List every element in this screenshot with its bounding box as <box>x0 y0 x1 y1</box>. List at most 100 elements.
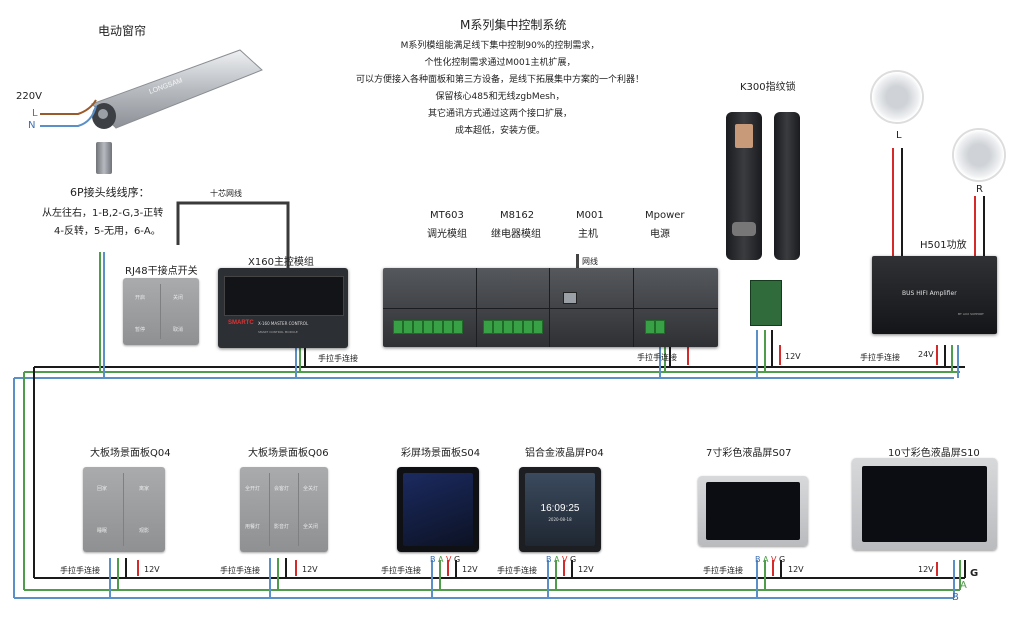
rj48-key[interactable]: 开启 <box>135 295 146 301</box>
bus-a-letter: A <box>438 555 444 564</box>
curtain-motor: LONGSAM <box>70 42 265 134</box>
amp-title: H501功放 <box>920 240 967 251</box>
p04-date: 2020-08-18 <box>548 517 572 522</box>
p04-time: 16:09:25 <box>540 503 580 514</box>
curtain-l-label: L <box>32 108 38 119</box>
panel-drops <box>109 558 938 598</box>
panel-title: 7寸彩色液晶屏S07 <box>706 448 792 459</box>
panel-title: 10寸彩色液晶屏S10 <box>888 448 980 459</box>
x160-title: X160主控模组 <box>248 257 314 268</box>
module-code: Mpower <box>645 210 685 221</box>
ceiling-speaker-left <box>872 72 922 122</box>
x160-module: SMARTC X-160 MASTER CONTROL SMART CONTRO… <box>218 268 348 348</box>
module-code: M001 <box>576 210 604 221</box>
daisy-chain-label: 手拉手连接 <box>637 353 677 362</box>
s07-screen[interactable] <box>706 482 800 540</box>
rj48-switch: 开启 关闭 暂停 取消 <box>123 278 199 345</box>
bus-b-letter: B <box>546 555 552 564</box>
daisy-chain-label: 手拉手连接 <box>860 353 900 362</box>
description-line: 可以方便接入各种面板和第三方设备，是线下拓展集中方案的一个利器！ <box>355 75 644 85</box>
voltage-label: 12V <box>462 565 478 574</box>
color-screen-panel-s04 <box>397 467 479 552</box>
scene-key[interactable]: 睡眠 <box>97 528 108 534</box>
fingerprint-lock-front <box>726 112 762 260</box>
bus-g-letter: G <box>570 555 577 564</box>
x160-brand: SMARTC <box>228 320 254 326</box>
amp-voltage: 24V <box>918 350 934 359</box>
face-camera-icon <box>735 124 753 148</box>
bus-a-letter: A <box>960 580 967 591</box>
scene-key[interactable]: 离家 <box>139 486 150 492</box>
bus-g-letter: G <box>970 568 979 579</box>
lcd-panel-p04: 16:09:25 2020-08-18 <box>519 467 601 552</box>
voltage-label: 12V <box>578 565 594 574</box>
voltage-label: 12V <box>144 565 160 574</box>
daisy-chain-label: 手拉手连接 <box>703 566 743 575</box>
bus-v-letter: V <box>771 555 777 564</box>
bus-g-letter: G <box>779 555 786 564</box>
x160-model: X-160 MASTER CONTROL <box>258 321 309 326</box>
rj-wiring-line: 从左往右，1-B,2-G,3-正转 <box>42 208 164 219</box>
panel-title: 大板场景面板Q04 <box>90 448 171 459</box>
rj48-key[interactable]: 关闭 <box>173 295 184 301</box>
lock-handle-icon <box>732 222 756 236</box>
scene-key[interactable]: 全关灯 <box>303 486 319 492</box>
scene-key[interactable]: 会客灯 <box>274 486 290 492</box>
fingerprint-lock-back <box>774 112 800 260</box>
s04-screen[interactable] <box>403 473 473 546</box>
module-name: 调光模组 <box>427 229 467 240</box>
rj48-key[interactable]: 暂停 <box>135 327 146 333</box>
lcd-panel-s10 <box>852 458 997 550</box>
daisy-chain-label: 手拉手连接 <box>381 566 421 575</box>
bus-a-letter: A <box>554 555 560 564</box>
lock-control-board <box>750 280 782 326</box>
amp-subtitle: BT AUX SUPPORT <box>958 312 984 316</box>
ethernet-port-icon <box>563 292 577 304</box>
lcd-panel-s07 <box>698 476 808 546</box>
description-line: 保留核心485和无线zgbMesh， <box>435 92 565 102</box>
curtain-n-label: N <box>28 120 36 131</box>
voltage-label: 12V <box>785 352 801 361</box>
scene-key[interactable]: 影音灯 <box>274 524 290 530</box>
page-title: M系列集中控制系统 <box>460 18 567 32</box>
module-name: 主机 <box>578 229 598 240</box>
network-label: 网线 <box>582 257 598 266</box>
voltage-label: 12V <box>788 565 804 574</box>
daisy-chain-label: 手拉手连接 <box>220 566 260 575</box>
bus-v-letter: V <box>446 555 452 564</box>
scene-key[interactable]: 全开灯 <box>245 486 261 492</box>
system-description: M系列模组能满足线下集中控制90%的控制需求， 个性化控制需求通过M001主机扩… <box>330 38 670 140</box>
bus-g-letter: G <box>454 555 461 564</box>
s10-screen[interactable] <box>862 466 987 542</box>
voltage-label: 12V <box>302 565 318 574</box>
panel-title: 彩屏场景面板S04 <box>401 448 481 459</box>
p04-screen[interactable]: 16:09:25 2020-08-18 <box>525 473 595 546</box>
x160-display <box>224 276 344 316</box>
speaker-r-label: R <box>976 184 983 195</box>
hifi-amplifier: BUS HIFI Amplifier BT AUX SUPPORT <box>872 256 997 334</box>
rj48-key[interactable]: 取消 <box>173 327 184 333</box>
module-code: MT603 <box>430 210 464 221</box>
module-name: 继电器模组 <box>491 229 541 240</box>
daisy-chain-label: 手拉手连接 <box>318 354 358 363</box>
description-line: 个性化控制需求通过M001主机扩展， <box>424 58 576 68</box>
network-cable-icon <box>576 254 579 270</box>
scene-panel-q06: 全开灯 会客灯 全关灯 用餐灯 影音灯 全关闭 <box>240 467 328 552</box>
scene-key[interactable]: 回家 <box>97 486 108 492</box>
bus-v-letter: V <box>562 555 568 564</box>
daisy-chain-label: 手拉手连接 <box>60 566 100 575</box>
scene-key[interactable]: 观影 <box>139 528 150 534</box>
ten-core-label: 十芯网线 <box>210 189 242 198</box>
bottom-bus <box>14 577 965 599</box>
scene-key[interactable]: 用餐灯 <box>245 524 261 530</box>
bus-b-letter: B <box>755 555 761 564</box>
lock-title: K300指纹锁 <box>740 82 796 93</box>
panel-title: 铝合金液晶屏P04 <box>525 448 604 459</box>
curtain-title: 电动窗帘 <box>98 24 147 38</box>
scene-key[interactable]: 全关闭 <box>303 524 319 530</box>
rj-connector-icon <box>96 142 112 174</box>
module-code: M8162 <box>500 210 535 221</box>
curtain-voltage: 220V <box>16 91 42 102</box>
ceiling-speaker-right <box>954 130 1004 180</box>
